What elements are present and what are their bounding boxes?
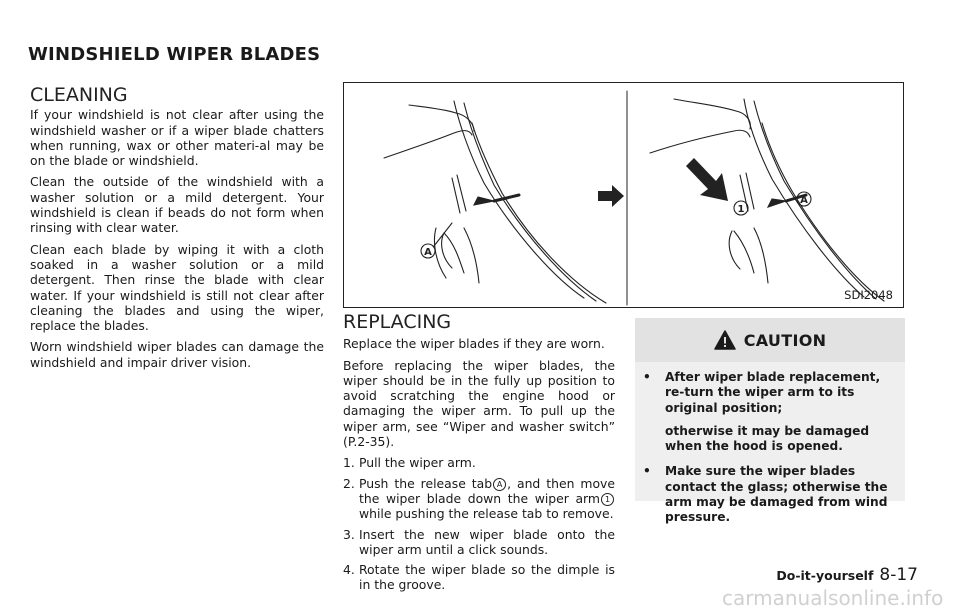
caution-text: Make sure the wiper blades contact the g… <box>665 464 895 533</box>
cleaning-paragraph: Clean the outside of the windshield with… <box>30 174 324 236</box>
step-text: Insert the new wiper blade onto the wipe… <box>359 526 615 557</box>
caution-text-part: Make sure the wiper blades contact the g… <box>665 464 888 525</box>
step-number: 1. <box>343 455 355 471</box>
cleaning-section: CLEANING If your windshield is not clear… <box>30 84 324 376</box>
step-text: Rotate the wiper blade so the dimple is … <box>359 562 615 593</box>
step-item: 4. Rotate the wiper blade so the dimple … <box>343 562 615 593</box>
caution-text: After wiper blade replacement, re-turn t… <box>665 370 895 462</box>
replacing-steps: 1. Pull the wiper arm. 2. Push the relea… <box>343 455 615 592</box>
caution-item: • After wiper blade replacement, re-turn… <box>643 370 895 462</box>
figure-code: SDI2048 <box>844 288 893 302</box>
cleaning-heading: CLEANING <box>30 84 128 106</box>
step-number: 4. <box>343 562 355 578</box>
watermark-text: carmanualsonline.info <box>722 586 943 610</box>
page-footer: Do-it-yourself 8-17 <box>776 565 918 585</box>
label-1: 1 <box>738 204 745 215</box>
replacing-section: REPLACING Replace the wiper blades if th… <box>343 311 615 598</box>
step-item: 1. Pull the wiper arm. <box>343 455 615 470</box>
caution-bullet: • <box>643 370 651 384</box>
page-title: WINDSHIELD WIPER BLADES <box>28 44 321 65</box>
step-item: 3. Insert the new wiper blade onto the w… <box>343 527 615 558</box>
cleaning-paragraph: Worn windshield wiper blades can damage … <box>30 339 324 370</box>
step-text-part: , and then move the wiper blade down the… <box>359 475 615 506</box>
caution-text-part: After wiper blade replacement, re-turn t… <box>665 370 881 415</box>
label-a: A <box>424 247 432 258</box>
page-number: 8-17 <box>879 565 918 585</box>
label-a-right: A <box>800 195 808 206</box>
cleaning-paragraph: Clean each blade by wiping it with a clo… <box>30 241 324 334</box>
cleaning-paragraph: If your windshield is not clear after us… <box>30 107 324 169</box>
step-number: 3. <box>343 526 355 542</box>
wiper-illustration: A 1 A <box>343 82 904 308</box>
replacing-intro: Before replacing the wiper blades, the w… <box>343 357 615 450</box>
caution-bullet: • <box>643 464 651 479</box>
step-number: 2. <box>343 475 355 491</box>
caution-header: CAUTION <box>635 318 905 362</box>
wiper-illustration-drawing: A 1 A <box>383 90 885 306</box>
release-tab-marker: A <box>493 477 507 491</box>
step-text-part: while pushing the release tab to remove. <box>359 506 614 522</box>
warning-icon <box>713 330 736 350</box>
footer-section: Do-it-yourself <box>776 568 874 583</box>
step-text-part: Push the release tab <box>359 475 493 491</box>
replacing-intro: Replace the wiper blades if they are wor… <box>343 336 605 352</box>
step-text: Pull the wiper arm. <box>359 455 476 471</box>
caution-title: CAUTION <box>743 330 827 350</box>
replacing-heading: REPLACING <box>343 311 452 333</box>
caution-item: • Make sure the wiper blades contact the… <box>643 464 895 533</box>
caution-body: • After wiper blade replacement, re-turn… <box>643 370 895 536</box>
wiper-arm-marker: 1 <box>601 492 614 506</box>
caution-text-part: otherwise it may be damaged when the hoo… <box>665 423 870 454</box>
caution-box: CAUTION • After wiper blade replacement,… <box>635 318 905 524</box>
